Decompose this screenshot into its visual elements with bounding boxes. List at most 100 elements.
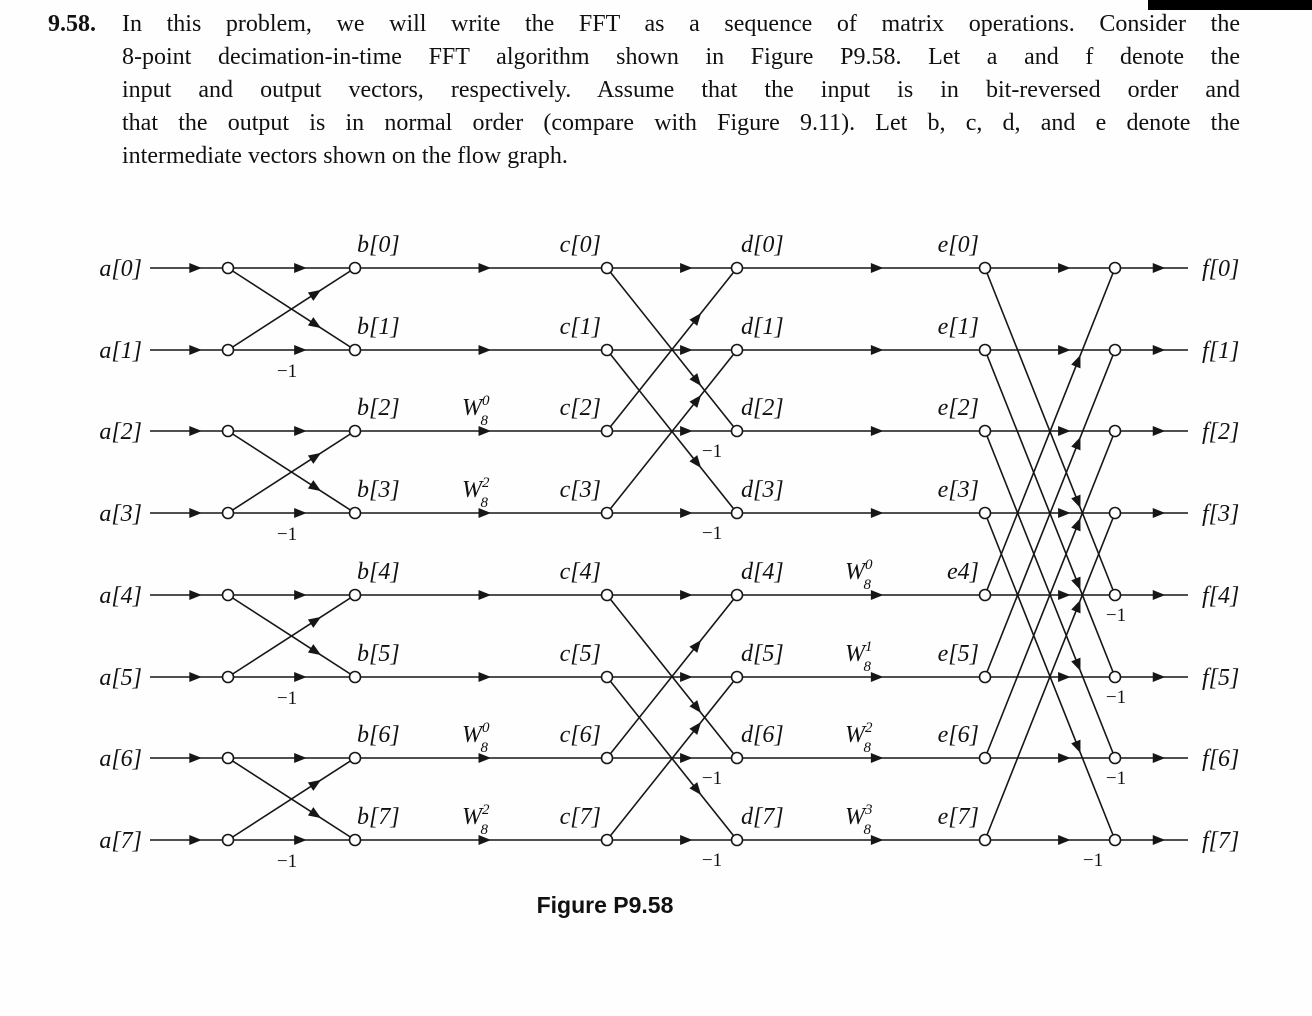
b-node-label: b[5] [357, 641, 400, 667]
node-circle [221, 588, 235, 602]
stage3-cross-line [984, 512, 1116, 841]
node-circle [348, 424, 362, 438]
minus-one-label: −1 [1106, 605, 1126, 626]
d-node-label: d[3] [741, 477, 784, 503]
node-circle [221, 751, 235, 765]
minus-one-label: −1 [277, 524, 297, 545]
node-circle [348, 506, 362, 520]
input-label: a[2] [99, 419, 142, 445]
stage2-cross-line [606, 349, 738, 514]
c-node-label: c[5] [560, 641, 601, 667]
output-label: f[2] [1202, 419, 1239, 445]
node-circle [348, 343, 362, 357]
node-circle [221, 424, 235, 438]
node-circle [730, 833, 744, 847]
stage3-cross-line [984, 267, 1116, 596]
node-circle [730, 751, 744, 765]
b-node-label: b[3] [357, 477, 400, 503]
e-node-label: e[2] [938, 395, 979, 421]
e-node-label: e[6] [938, 722, 979, 748]
node-circle [600, 670, 614, 684]
stage2-cross-line [606, 676, 738, 841]
c-node-label: c[6] [560, 722, 601, 748]
node-circle [1108, 506, 1122, 520]
stage1-cross-line [227, 757, 356, 841]
node-circle [348, 670, 362, 684]
stage1-cross-line [227, 430, 356, 514]
node-circle [600, 424, 614, 438]
minus-one-label: −1 [702, 768, 722, 789]
d-node-label: d[2] [741, 395, 784, 421]
node-circle [978, 833, 992, 847]
e-node-label: e4] [947, 559, 979, 585]
minus-one-label: −1 [1083, 850, 1103, 871]
stage3-cross-line [984, 430, 1116, 759]
input-label: a[6] [99, 746, 142, 772]
output-label: f[0] [1202, 256, 1239, 282]
minus-one-label: −1 [702, 850, 722, 871]
output-label: f[4] [1202, 583, 1239, 609]
node-circle [221, 261, 235, 275]
stage2-cross-line [606, 594, 738, 759]
d-node-label: d[4] [741, 559, 784, 585]
input-label: a[5] [99, 665, 142, 691]
c-node-label: c[2] [560, 395, 601, 421]
node-circle [348, 833, 362, 847]
node-circle [600, 751, 614, 765]
node-circle [730, 343, 744, 357]
problem-line: intermediate vectors shown on the flow g… [122, 143, 568, 169]
stage1-cross-line [227, 267, 356, 351]
c-node-label: c[4] [560, 559, 601, 585]
b-node-label: b[0] [357, 232, 400, 258]
d-node-label: d[1] [741, 314, 784, 340]
e-node-label: e[1] [938, 314, 979, 340]
stage1-cross-line [227, 757, 356, 841]
problem-number: 9.58. [48, 11, 96, 37]
node-circle [978, 670, 992, 684]
scan-artifact-bar [1148, 0, 1312, 10]
stage2-cross-line [606, 267, 738, 432]
minus-one-label: −1 [277, 851, 297, 872]
input-label: a[3] [99, 501, 142, 527]
problem-line: In this problem, we will write the FFT a… [122, 11, 1240, 37]
stage2-cross-line [606, 349, 738, 514]
stage2-cross-line [606, 267, 738, 432]
node-circle [730, 670, 744, 684]
node-circle [221, 833, 235, 847]
node-circle [348, 261, 362, 275]
d-node-label: d[5] [741, 641, 784, 667]
d-node-label: d[7] [741, 804, 784, 830]
b-node-label: b[4] [357, 559, 400, 585]
node-circle [978, 343, 992, 357]
node-circle [1108, 833, 1122, 847]
b-node-label: b[2] [357, 395, 400, 421]
c-node-label: c[0] [560, 232, 601, 258]
output-label: f[6] [1202, 746, 1239, 772]
b-node-label: b[6] [357, 722, 400, 748]
output-label: f[7] [1202, 828, 1239, 854]
output-label: f[3] [1202, 501, 1239, 527]
problem-line: 8-point decimation-in-time FFT algorithm… [122, 44, 1240, 70]
c-node-label: c[3] [560, 477, 601, 503]
minus-one-label: −1 [702, 523, 722, 544]
node-circle [1108, 670, 1122, 684]
stage3-cross-line [984, 430, 1116, 759]
b-node-label: b[7] [357, 804, 400, 830]
d-node-label: d[6] [741, 722, 784, 748]
node-circle [978, 506, 992, 520]
stage1-cross-line [227, 430, 356, 514]
node-circle [600, 506, 614, 520]
node-circle [978, 751, 992, 765]
c-node-label: c[1] [560, 314, 601, 340]
output-label: f[1] [1202, 338, 1239, 364]
d-node-label: d[0] [741, 232, 784, 258]
e-node-label: e[5] [938, 641, 979, 667]
problem-line: that the output is in normal order (comp… [122, 110, 1240, 136]
input-label: a[0] [99, 256, 142, 282]
c-node-label: c[7] [560, 804, 601, 830]
node-circle [730, 506, 744, 520]
node-circle [730, 424, 744, 438]
